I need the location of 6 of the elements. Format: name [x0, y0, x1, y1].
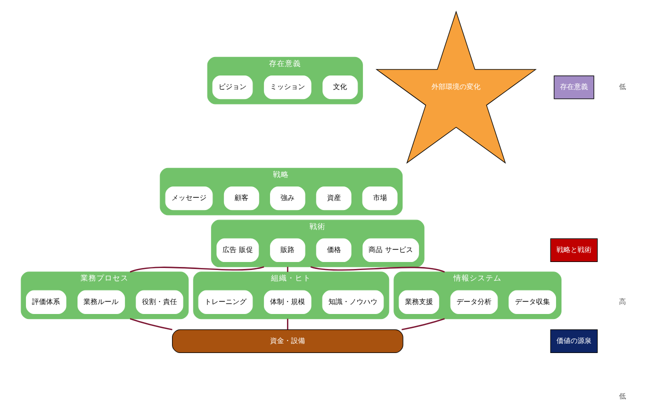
connector — [286, 266, 288, 272]
connector — [401, 318, 444, 330]
connector — [129, 266, 264, 272]
connector — [129, 318, 172, 330]
connector — [286, 318, 288, 329]
connector — [310, 266, 444, 272]
